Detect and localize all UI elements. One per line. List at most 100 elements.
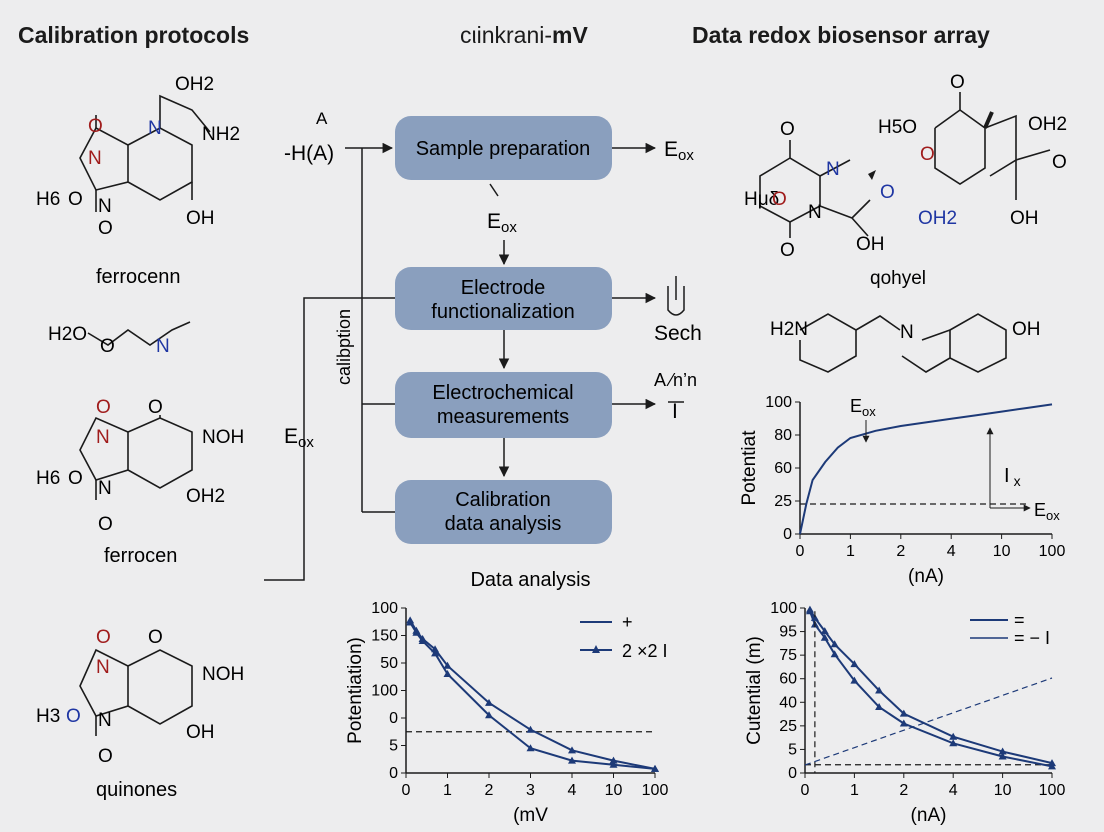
series-2-point: [820, 627, 829, 635]
x-tick-label: 10: [993, 543, 1011, 560]
molecule-2-labels: H2O O N: [48, 324, 170, 357]
series-line-2: [809, 609, 1053, 765]
m4-n-lower: N: [98, 710, 112, 731]
x-tick-label: 10: [605, 782, 623, 799]
m3-noh: NOH: [202, 427, 244, 448]
m4-o-keto: O: [148, 627, 163, 648]
y-tick-label: 25: [774, 493, 792, 510]
y-tick-label: 5: [389, 738, 398, 755]
y-tick-label: 100: [765, 394, 792, 411]
y-tick-label: 100: [770, 600, 797, 617]
x-axis-label: (nA): [911, 805, 947, 826]
flow-box-electrode[interactable]: Electrode functionalization: [395, 267, 612, 330]
flow-input-top: A: [316, 109, 328, 128]
flow-box-measure[interactable]: Electrochemical measurements: [395, 372, 612, 438]
header-left: Calibration protocols: [18, 22, 250, 48]
rm-o-red2: O: [920, 144, 935, 165]
series-2-point: [431, 645, 440, 653]
series-2-point: [609, 756, 618, 764]
m3-caption: ferrocen: [104, 545, 177, 567]
rmc-h2n: H2N: [770, 319, 808, 340]
flow-sample-out: Eox: [664, 138, 694, 164]
flow-side-label: calibption: [334, 309, 354, 385]
peak-label-sub: ox: [862, 404, 876, 419]
molecule-1-labels: OH2 N NH2 O N H6 O N O OH: [36, 74, 240, 239]
molecule-3: [79, 415, 193, 500]
x-tick-label: 0: [796, 543, 805, 560]
m1-n-red: N: [88, 148, 102, 169]
m3-oh2: OH2: [186, 486, 225, 507]
flow-box-sample[interactable]: Sample preparation: [395, 116, 612, 180]
rm-arrow-icon: [868, 170, 876, 180]
rm-n-blue: N: [826, 159, 840, 180]
series-1-point: [568, 756, 576, 764]
x-tick-label: 10: [994, 782, 1012, 799]
series-1-point: [830, 650, 839, 658]
m1-hg: H6: [36, 189, 60, 210]
series-1-point: [949, 739, 958, 747]
x-tick-label: 4: [568, 782, 577, 799]
m3-hg: H6: [36, 468, 60, 489]
m1-caption: ferrocenn: [96, 266, 181, 288]
m2-h2o: H2O: [48, 324, 87, 345]
series-2-point: [485, 698, 493, 706]
flow-measure-out-top: A ⁄n’n: [654, 370, 697, 390]
m3-n-lower: N: [98, 478, 112, 499]
series-line-1: [809, 610, 1053, 768]
series-2-point: [651, 764, 659, 772]
m2-n: N: [156, 336, 170, 357]
header-right: Data redox biosensor array: [692, 22, 990, 48]
rm-o-top: O: [780, 119, 795, 140]
m3-o-bottom: O: [98, 514, 113, 535]
flow-box-calibration-line1: Calibration: [455, 489, 551, 511]
y-axis-label: Potentiat: [739, 430, 760, 506]
flow-box-sample-label: Sample preparation: [416, 138, 591, 160]
y-tick-label: 5: [788, 741, 797, 758]
series-2-point: [412, 626, 421, 634]
molecule-4: [79, 648, 193, 736]
flow-connectors: [264, 142, 657, 581]
right-molecule-c: [799, 313, 1007, 373]
y-tick-label: 0: [389, 710, 398, 727]
m1-o-red: O: [88, 116, 103, 137]
x-tick-label: 0: [801, 782, 810, 799]
x-tick-label: 100: [1039, 782, 1066, 799]
rm-o-acid2: O: [1052, 152, 1067, 173]
m1-n-lower: N: [98, 196, 112, 217]
x-tick-label: 0: [402, 782, 411, 799]
rm-o-bottom: O: [780, 240, 795, 261]
x-axis-label: (mV: [513, 805, 548, 826]
flow-between-eox: Eox: [487, 210, 517, 236]
right-molecule-c-labels: H2N N OH: [770, 319, 1041, 343]
x-tick-label: 3: [526, 782, 535, 799]
electrode-icon: [667, 286, 685, 316]
x-tick-label: 100: [1039, 543, 1066, 560]
series-1-point: [443, 670, 452, 677]
m1-nh2: NH2: [202, 124, 240, 145]
flow-box-calibration[interactable]: Calibration data analysis: [395, 480, 612, 544]
flow-functional-out: Sech: [654, 322, 702, 345]
series-2-point: [418, 634, 427, 642]
m3-o-ring: O: [68, 468, 83, 489]
m2-o: O: [100, 336, 115, 357]
m4-o-bottom: O: [98, 746, 113, 767]
y-tick-label: 50: [380, 655, 398, 672]
header-center: cιinkrani-mV: [460, 22, 588, 49]
x-axis-label: (nA): [908, 566, 944, 587]
flow-annotations: -H(A) A Eox Eox Sech A ⁄n’n I Eox calibp…: [284, 109, 702, 451]
y-tick-label: 150: [371, 628, 398, 645]
y-tick-label: 0: [788, 765, 797, 782]
rm-oh-acid: OH: [856, 234, 885, 255]
series-1-point: [875, 703, 884, 710]
series-2-point: [875, 686, 884, 694]
m3-o-red: O: [96, 397, 111, 418]
x-tick-label: 1: [443, 782, 452, 799]
m1-o-ring: O: [68, 189, 83, 210]
series-2-point: [810, 613, 819, 621]
m4-o-blue: O: [66, 706, 81, 727]
series-2-point: [526, 725, 535, 733]
